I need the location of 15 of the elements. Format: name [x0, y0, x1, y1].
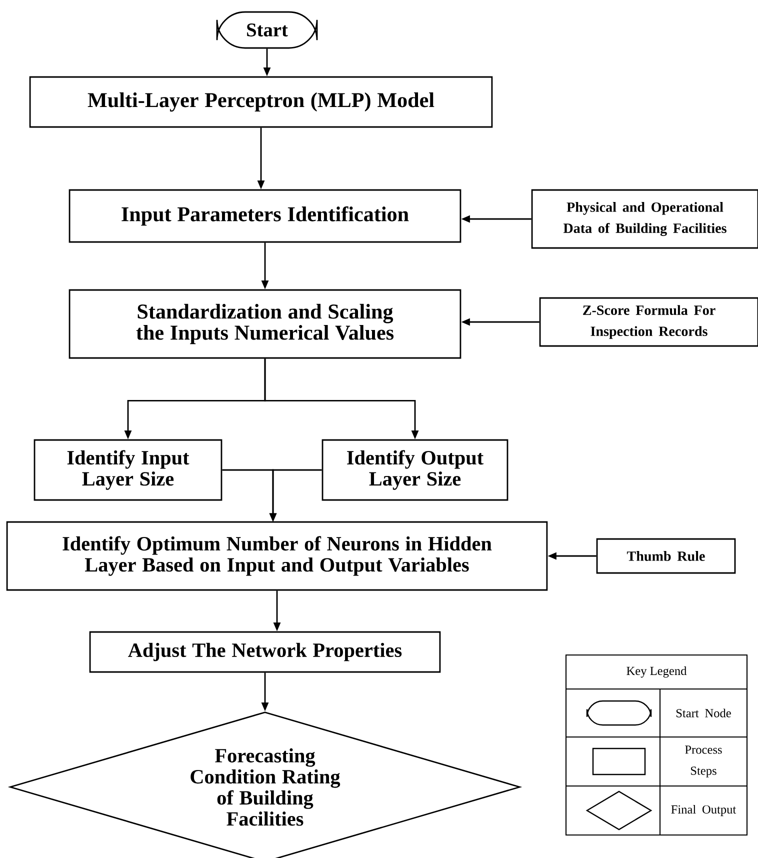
process-box: Identify Output Layer Size [322, 439, 508, 501]
process-box: Identify Optimum Number of Neurons in Hidden Layer Based on Input and Output Variables [6, 521, 548, 591]
legend-title: Key Legend [626, 666, 687, 678]
process-box: Identify Input Layer Size [34, 439, 222, 501]
legend-text: Process Steps [685, 746, 722, 778]
input-box: Thumb Rule [596, 538, 736, 574]
start-terminal: Start [216, 11, 318, 49]
input-box: Z-Score Formula For Inspection Records [539, 297, 758, 347]
input-box: Physical and Operational Data of Building Facilities [531, 189, 758, 249]
process-box: Multi-Layer Perceptron (MLP) Model [29, 76, 493, 128]
process-box: Input Parameters Identification [68, 189, 462, 243]
process-box: Adjust The Network Properties [89, 631, 441, 673]
legend-text: Start Node [676, 708, 731, 718]
process-box: Standardization and Scaling the Inputs Numerical Values [68, 289, 462, 359]
legend-text: Final Output [671, 804, 736, 816]
